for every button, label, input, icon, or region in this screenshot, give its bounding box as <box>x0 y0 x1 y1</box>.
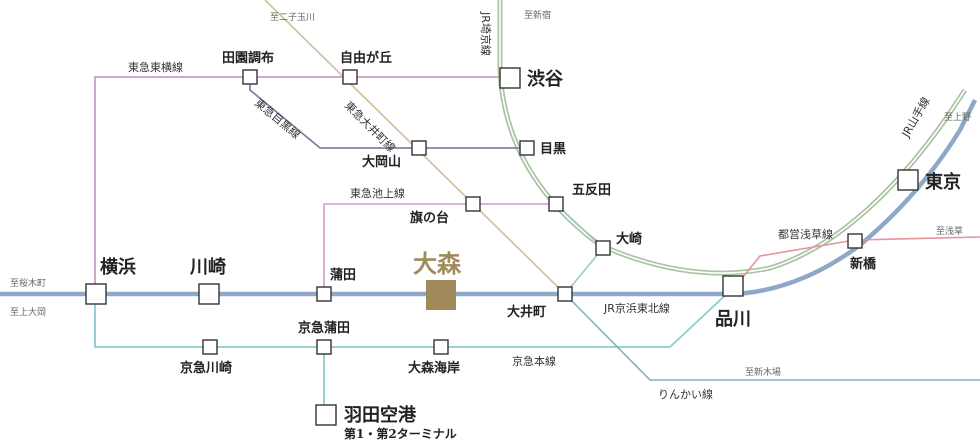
rinkai-line <box>564 293 980 381</box>
station-marker-osaki <box>595 240 611 256</box>
station-keikyu-kamata: 京急蒲田 <box>298 320 350 336</box>
station-marker-keikyu-kawasaki <box>202 339 218 355</box>
station-keikyu-kawasaki: 京急川崎 <box>180 360 232 376</box>
station-shibuya: 渋谷 <box>527 68 564 90</box>
line-label-toyoko: 東急東横線 <box>128 60 183 74</box>
dir-sakuragicho: 至桜木町 <box>10 277 46 289</box>
line-label-yamanote: JR山手線 <box>898 94 933 140</box>
station-marker-kamata <box>316 286 332 302</box>
station-marker-kawasaki <box>198 283 220 305</box>
keikyu-line <box>94 287 734 413</box>
station-meguro: 目黒 <box>540 141 566 157</box>
station-ookayama: 大岡山 <box>362 154 401 170</box>
station-marker-haneda <box>315 404 337 426</box>
station-marker-gotanda <box>548 196 564 212</box>
station-hatanodai: 旗の台 <box>410 210 449 226</box>
saikyo-yamanote-line <box>497 0 968 276</box>
station-omori: 大森 <box>413 249 462 278</box>
line-label-oimachi: 東急大井町線 <box>342 98 399 155</box>
station-marker-omori-kaigan <box>433 339 449 355</box>
station-marker-denenchofu <box>242 69 258 85</box>
dir-ueno: 至上野 <box>944 112 971 123</box>
station-haneda-sub: 第1・第2ターミナル <box>344 426 457 441</box>
station-marker-shimbashi <box>847 233 863 249</box>
station-marker-shibuya <box>499 67 521 89</box>
line-label-keikyu: 京急本線 <box>512 354 556 368</box>
station-marker-tokyo <box>897 169 919 191</box>
station-oimachi: 大井町 <box>507 304 546 320</box>
keihin-tohoku-line <box>0 98 978 297</box>
station-kamata: 蒲田 <box>330 267 356 283</box>
dir-sengakuji: 至浅草 <box>936 225 963 237</box>
station-tokyo: 東京 <box>925 171 961 193</box>
station-haneda: 羽田空港 <box>344 404 417 426</box>
station-yokohama: 横浜 <box>100 256 136 278</box>
station-jiyugaoka: 自由が丘 <box>340 50 392 66</box>
line-label-saikyo: JR埼京線 <box>479 11 493 56</box>
station-marker-shinagawa <box>722 275 744 297</box>
line-label-ikegami: 東急池上線 <box>350 186 405 200</box>
dir-futako: 至二子玉川 <box>270 12 315 23</box>
station-shimbashi: 新橋 <box>850 256 877 272</box>
station-osaki: 大崎 <box>616 231 642 247</box>
station-marker-meguro <box>519 140 535 156</box>
station-marker-keikyu-kamata <box>316 339 332 355</box>
station-marker-ookayama <box>411 140 427 156</box>
asakusa-line <box>734 236 980 288</box>
station-marker-oimachi <box>557 286 573 302</box>
station-denenchofu: 田園調布 <box>222 50 274 66</box>
station-marker-hatanodai <box>465 196 481 212</box>
dir-shinjuku: 至新宿 <box>524 9 551 21</box>
line-label-keihin: JR京浜東北線 <box>603 301 670 315</box>
toyoko-line <box>94 76 510 293</box>
station-marker-omori <box>426 280 456 310</box>
dir-shinkiba: 至新木場 <box>745 366 781 378</box>
line-label-asakusa: 都営浅草線 <box>778 227 833 241</box>
station-markers <box>85 67 919 426</box>
station-kawasaki: 川崎 <box>189 256 226 278</box>
line-label-meguro: 東急目黒線 <box>252 96 303 142</box>
station-gotanda: 五反田 <box>572 182 611 198</box>
station-shinagawa: 品川 <box>715 309 751 330</box>
dir-kamiooka: 至上大岡 <box>10 306 46 318</box>
line-label-rinkai: りんかい線 <box>658 387 713 401</box>
station-marker-jiyugaoka <box>342 69 358 85</box>
station-omori-kaigan: 大森海岸 <box>408 360 460 376</box>
station-marker-yokohama <box>85 283 107 305</box>
